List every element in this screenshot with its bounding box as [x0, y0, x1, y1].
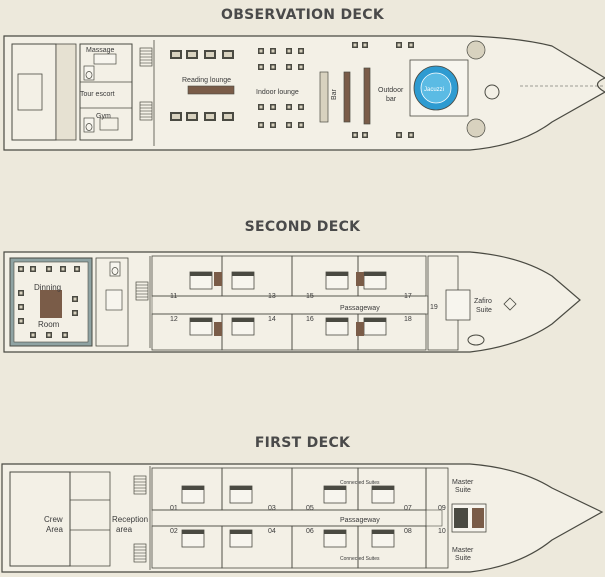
cabin-number-05: 05	[306, 505, 314, 512]
second-deck-passageway-label: Passageway	[340, 305, 380, 312]
master-suite-top-label-2: Suite	[455, 487, 471, 494]
gym-label: Gym	[96, 113, 111, 120]
bar-label: Bar	[331, 88, 338, 100]
crew-area-label-1: Crew	[44, 515, 63, 524]
cabin-number-18: 18	[404, 316, 412, 323]
cabin-number-07: 07	[404, 505, 412, 512]
cabin-number-13: 13	[268, 293, 276, 300]
second-deck	[3, 251, 581, 353]
cabin-number-03: 03	[268, 505, 276, 512]
crew-area-label-2: Area	[46, 525, 63, 534]
cabin-number-14: 14	[268, 316, 276, 323]
cabin-number-11: 11	[170, 293, 177, 300]
jacuzzi-label: Jacuzzi	[424, 87, 444, 93]
first-deck-title: FIRST DECK	[254, 435, 351, 451]
cabin-number-15: 15	[306, 293, 314, 300]
zafiro-suite-label-1: Zafiro	[474, 298, 492, 305]
master-suite-bottom-label-2: Suite	[455, 555, 471, 562]
observation-deck-title: OBSERVATION DECK	[221, 7, 384, 23]
outdoor-bar-label-1: Outdoor	[378, 87, 404, 94]
cabin-number-08: 08	[404, 528, 412, 535]
massage-label: Massage	[86, 47, 115, 54]
zafiro-suite-label-2: Suite	[476, 307, 492, 314]
outdoor-bar-label-2: bar	[386, 96, 397, 103]
first-deck	[1, 463, 604, 573]
first-deck-passageway-label: Passageway	[340, 517, 380, 524]
master-suite-top-label-1: Master	[452, 479, 474, 486]
dining-label-2: Room	[38, 320, 60, 329]
cabin-number-12: 12	[170, 316, 178, 323]
reception-area-label-2: area	[116, 525, 133, 534]
second-deck-title: SECOND DECK	[244, 219, 361, 235]
cabin-number-02: 02	[170, 528, 178, 535]
cabin-number-01: 01	[170, 505, 178, 512]
cabin-number-06: 06	[306, 528, 314, 535]
reception-area-label-1: Reception	[112, 515, 148, 524]
reading-lounge-label: Reading lounge	[182, 77, 231, 84]
indoor-lounge-label: Indoor lounge	[256, 89, 299, 96]
connected-suites-bottom-label: Connected Suites	[340, 556, 380, 562]
cabin-number-09: 09	[438, 505, 446, 512]
tour-escort-label: Tour escort	[80, 91, 115, 98]
cabin-number-16: 16	[306, 316, 314, 323]
cabin-number-19: 19	[430, 304, 438, 311]
cabin-number-10: 10	[438, 528, 446, 535]
cabin-number-17: 17	[404, 293, 412, 300]
connected-suites-top-label: Connected Suites	[340, 480, 380, 486]
master-suite-bottom-label-1: Master	[452, 547, 474, 554]
observation-deck	[3, 35, 605, 151]
cabin-number-04: 04	[268, 528, 276, 535]
dining-label-1: Dinning	[34, 283, 61, 292]
